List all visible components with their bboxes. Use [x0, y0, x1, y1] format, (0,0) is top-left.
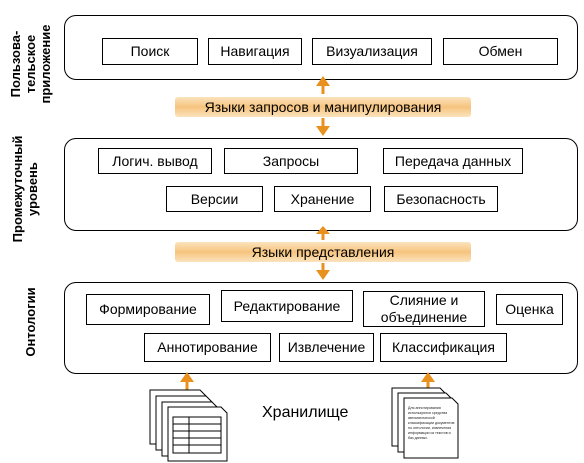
box-merge: Слияние и объединение	[363, 291, 485, 327]
query-languages-band: Языки запросов и манипулирования	[175, 97, 471, 117]
box-annotation: Аннотирование	[144, 333, 271, 362]
box-editing: Редактирование	[221, 290, 353, 322]
storage-doc-text: Для аннотирования используются средства …	[408, 406, 455, 440]
box-storage: Хранение	[274, 186, 371, 212]
box-inference: Логич. вывод	[98, 148, 212, 174]
box-navigation: Навигация	[208, 38, 302, 65]
box-classification: Классификация	[380, 333, 507, 362]
box-security: Безопасность	[384, 186, 498, 212]
box-evaluation: Оценка	[496, 294, 563, 325]
box-formation: Формирование	[86, 294, 210, 325]
double-arrow-top	[316, 76, 330, 136]
text-documents-icon	[391, 387, 459, 459]
box-queries: Запросы	[224, 148, 358, 174]
box-exchange: Обмен	[443, 38, 558, 65]
box-versions: Версии	[166, 186, 263, 212]
box-search: Поиск	[102, 38, 198, 65]
table-documents-icon	[149, 389, 228, 462]
representation-languages-band: Языки представления	[175, 242, 471, 262]
box-data-transfer: Передача данных	[383, 148, 523, 174]
box-extraction: Извлечение	[279, 333, 374, 362]
box-visualization: Визуализация	[312, 38, 432, 65]
storage-label: Хранилище	[262, 404, 349, 421]
double-arrow-bottom	[316, 226, 330, 280]
